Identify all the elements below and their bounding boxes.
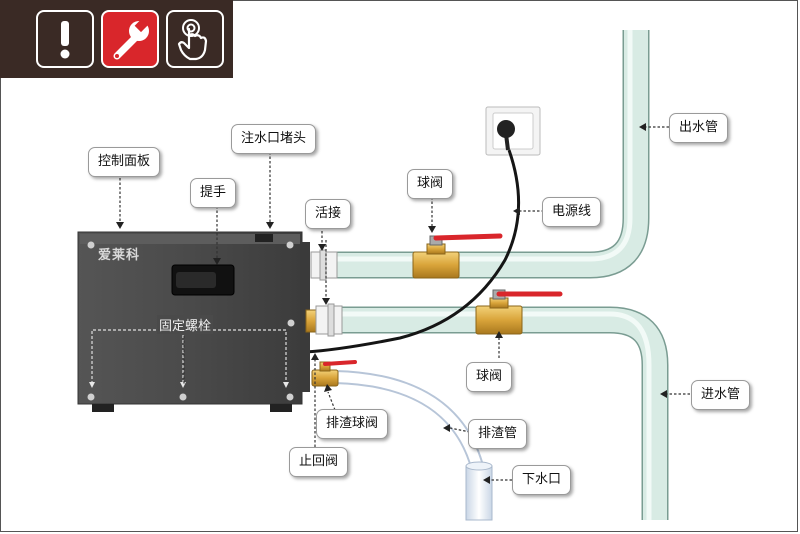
callout-water-plug: 注水口堵头: [231, 124, 317, 154]
callout-handle: 提手: [190, 178, 237, 208]
heater-unit: [77, 231, 310, 412]
drain-pipe: [334, 370, 485, 472]
brand-logo: 爱莱科: [98, 248, 141, 263]
callout-union: 活接: [305, 199, 352, 229]
callout-inlet-pipe: 进水管: [691, 380, 751, 410]
leader-arrowheads: [116, 123, 667, 484]
inlet-pipe: [337, 306, 669, 520]
toolbar: [0, 0, 233, 78]
ball-valve-top: [412, 233, 503, 279]
touch-hand-icon: [177, 19, 208, 61]
callout-outlet-pipe: 出水管: [669, 113, 729, 143]
power-socket: [485, 106, 541, 156]
callout-drain-pipe: 排渣管: [468, 419, 528, 449]
wrench-icon: [113, 18, 149, 60]
drain-outlet: [465, 461, 493, 521]
callout-drain-ball-valve: 排渣球阀: [316, 409, 389, 439]
exclamation-icon: [60, 21, 70, 59]
touch-button[interactable]: [166, 10, 224, 68]
callout-check-valve: 止回阀: [289, 447, 349, 477]
callout-power-cord: 电源线: [542, 197, 602, 227]
tool-button[interactable]: [101, 10, 159, 68]
callout-ball-valve-bottom: 球阀: [466, 362, 513, 392]
mounting-bolt-label: 固定螺栓: [157, 315, 214, 334]
ball-valve-bottom: [475, 289, 563, 335]
drain-ball-valve: [311, 360, 357, 387]
union-fitting-top: [310, 249, 338, 281]
outlet-pipe: [337, 30, 650, 279]
leader-arrows: [119, 126, 690, 481]
power-cord: [304, 149, 521, 354]
callout-ball-valve-top: 球阀: [407, 169, 454, 199]
union-fitting-bottom: [305, 303, 343, 337]
callout-control-panel: 控制面板: [88, 147, 161, 177]
callout-drain-outlet: 下水口: [512, 465, 572, 495]
warning-button[interactable]: [36, 10, 94, 68]
